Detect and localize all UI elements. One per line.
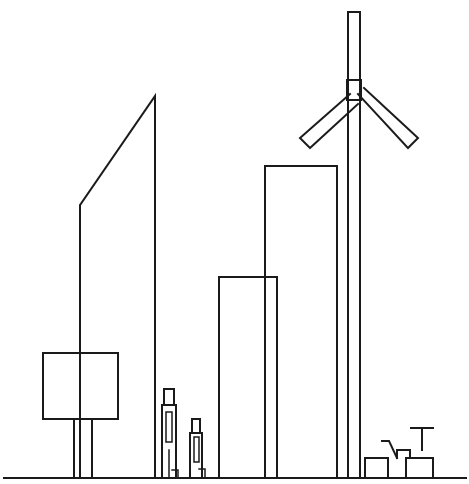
turbine-hub: [347, 80, 361, 100]
tall-rectangular-building: [265, 166, 337, 478]
turbine-mast: [348, 12, 360, 478]
small-box: [365, 458, 388, 478]
person-short-body: [190, 433, 202, 478]
short-building-outline: [219, 277, 277, 478]
tall-building-outline: [265, 166, 337, 478]
person-tall-head: [164, 389, 174, 405]
short-rectangular-building: [219, 277, 277, 478]
pump-lever: [397, 450, 410, 458]
turbine-blade-right: [358, 88, 418, 148]
person-short-head: [192, 419, 200, 433]
person-short: [190, 419, 205, 478]
pump-spout: [382, 441, 397, 458]
pump-base: [406, 458, 433, 478]
person-tall: [162, 389, 178, 478]
person-tall-arm: [166, 412, 172, 442]
turbine-blade-left: [300, 94, 358, 148]
person-short-arm: [194, 437, 199, 462]
water-pump: [382, 428, 433, 478]
signboard-post: [74, 419, 92, 478]
wind-turbine: [300, 12, 418, 478]
